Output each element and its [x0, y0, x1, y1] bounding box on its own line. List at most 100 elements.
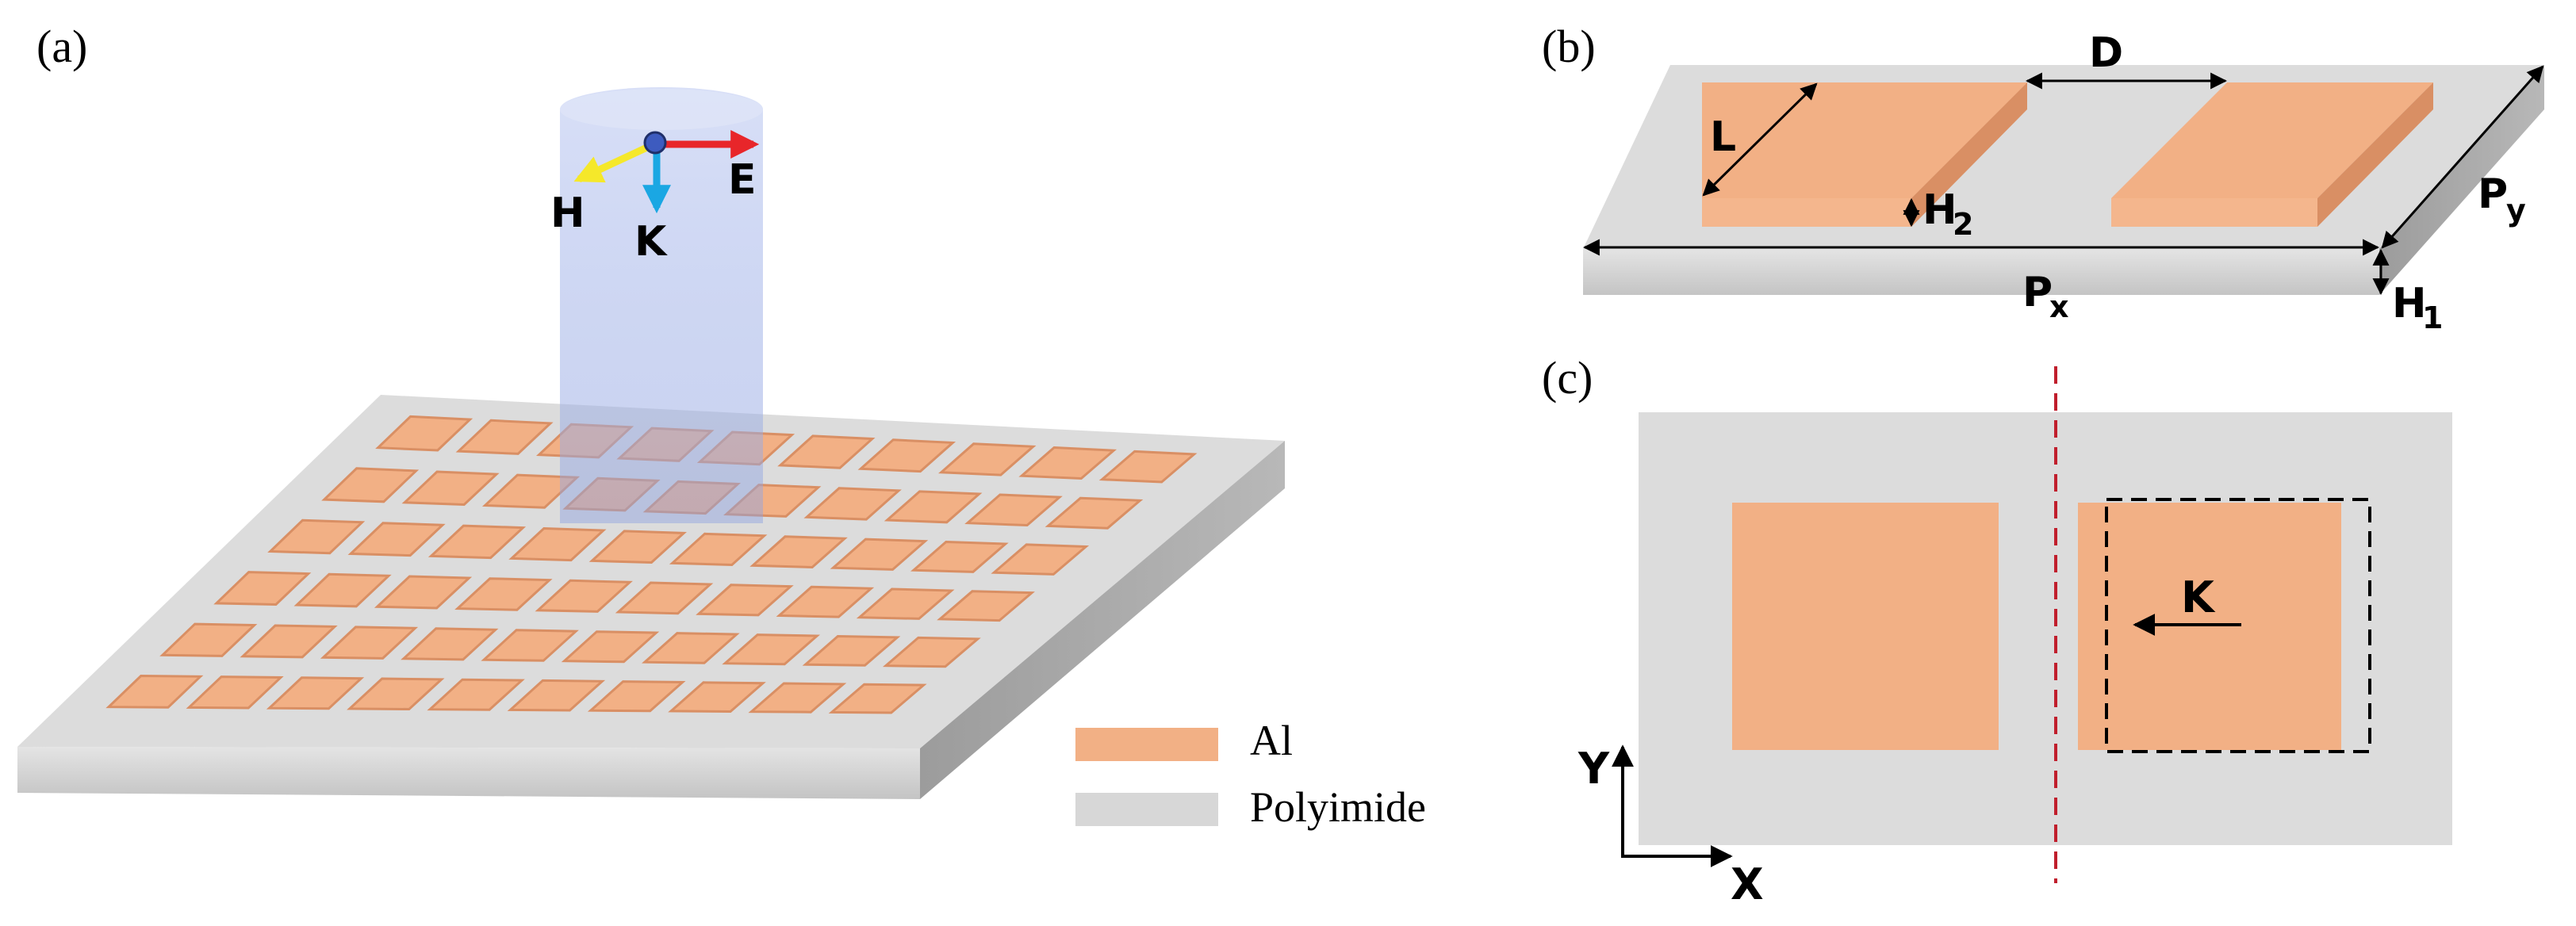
beam-top-ellipse: [560, 89, 763, 130]
beam-cylinder: [560, 87, 763, 523]
al-patch: [828, 683, 927, 714]
dim-h1-sub: 1: [2422, 300, 2443, 335]
al-bar-left-front: [1702, 198, 1911, 227]
unit-cell-front-face: [1583, 249, 2379, 295]
field-origin-dot: [643, 131, 667, 155]
slab-front-face: [17, 747, 920, 799]
al-patch: [669, 532, 768, 567]
dim-px-label: P x: [2022, 269, 2069, 324]
al-patch: [802, 634, 901, 667]
al-patch: [375, 415, 473, 452]
al-patch: [776, 585, 875, 618]
dim-h1-main: H: [2392, 280, 2427, 327]
legend-swatch-polyimide: [1075, 793, 1218, 826]
dim-py-sub: y: [2506, 193, 2526, 228]
al-patch: [427, 524, 527, 560]
al-patch: [347, 677, 445, 711]
polyimide-slab: [17, 395, 1285, 799]
al-patch: [615, 581, 714, 615]
al-patch: [696, 584, 794, 617]
al-patch: [293, 572, 392, 608]
dim-l-line: [1702, 82, 1818, 197]
y-axis-label: Y: [1577, 744, 1610, 794]
al-patch: [507, 679, 606, 712]
al-patch: [320, 626, 419, 660]
al-bar-right-front: [2111, 198, 2317, 227]
al-bar-left-side: [1911, 82, 2027, 227]
al-patch: [830, 538, 929, 571]
al-patch: [481, 629, 579, 662]
e-field-label: E: [728, 156, 757, 204]
al-patch: [803, 487, 902, 521]
field-vectors: E H K: [550, 130, 760, 266]
k-excitation-label: K: [2181, 572, 2216, 622]
dim-d-label: D: [2089, 29, 2123, 77]
al-patch: [748, 682, 847, 714]
panel-b: (b) L D: [1542, 21, 2544, 335]
dim-h2-sub: 2: [1953, 207, 1973, 242]
al-patch: [749, 535, 848, 569]
slab-right-face: [920, 441, 1285, 799]
al-patch: [1098, 450, 1198, 484]
al-patch: [722, 633, 821, 666]
legend-swatch-al: [1075, 728, 1218, 761]
port-boundary-box: [2105, 498, 2371, 753]
dim-px-main: P: [2022, 269, 2053, 316]
al-patch: [374, 575, 473, 610]
legend-label-polyimide: Polyimide: [1250, 783, 1426, 831]
al-patch: [401, 627, 499, 661]
al-patch: [321, 467, 420, 503]
slab-top-face: [17, 395, 1285, 748]
panel-c-tag: (c): [1542, 352, 1593, 404]
panel-a-tag: (a): [36, 21, 87, 72]
al-patch: [454, 577, 553, 611]
al-patch: [561, 630, 660, 664]
al-patch: [857, 438, 956, 473]
legend-label-al: Al: [1250, 717, 1293, 764]
al-patch: [937, 590, 1035, 622]
al-patch: [105, 674, 204, 709]
al-patch: [159, 622, 258, 657]
al-bar-right-topface: [2111, 82, 2433, 198]
al-patch: [884, 490, 983, 524]
al-patch: [401, 470, 500, 507]
top-view-al-left: [1732, 503, 1999, 750]
panel-b-tag: (b): [1542, 21, 1596, 72]
al-patch: [481, 473, 581, 509]
dim-h2-label: H 2: [1922, 186, 1973, 242]
al-patch: [508, 526, 607, 562]
al-patch: [587, 680, 686, 713]
al-patch: [427, 678, 525, 711]
al-patch: [267, 518, 366, 555]
h-field-arrow: [573, 142, 652, 183]
al-patch: [347, 522, 446, 557]
al-patch: [938, 442, 1037, 476]
dim-l-label: L: [1710, 113, 1736, 161]
dim-py-line: [2381, 65, 2544, 249]
al-patch: [1018, 446, 1117, 480]
al-patch: [991, 543, 1090, 576]
h-field-label: H: [550, 189, 585, 237]
al-patch: [642, 632, 740, 664]
k-vector-label: K: [634, 218, 668, 266]
al-patch: [777, 434, 876, 469]
al-patch: [240, 624, 338, 659]
al-patch: [910, 540, 1009, 573]
x-axis-label: X: [1731, 859, 1764, 909]
al-patch: [535, 579, 633, 613]
al-patch: [882, 636, 981, 668]
panel-c: (c) K Y X: [1542, 352, 2452, 909]
dim-py-main: P: [2478, 170, 2508, 218]
al-patch: [856, 587, 955, 620]
panel-a: (a) E H K Al Polyimide: [17, 21, 1426, 831]
al-patch: [668, 681, 766, 714]
dim-px-sub: x: [2049, 289, 2069, 324]
dimension-lines: [1582, 65, 2544, 296]
al-patch: [213, 571, 312, 606]
dim-py-label: P y: [2478, 170, 2526, 228]
al-patch: [588, 530, 687, 564]
dim-h1-label: H 1: [2392, 280, 2443, 335]
al-patch: [455, 419, 554, 455]
legend: Al Polyimide: [1075, 717, 1426, 831]
al-patch: [186, 675, 284, 710]
